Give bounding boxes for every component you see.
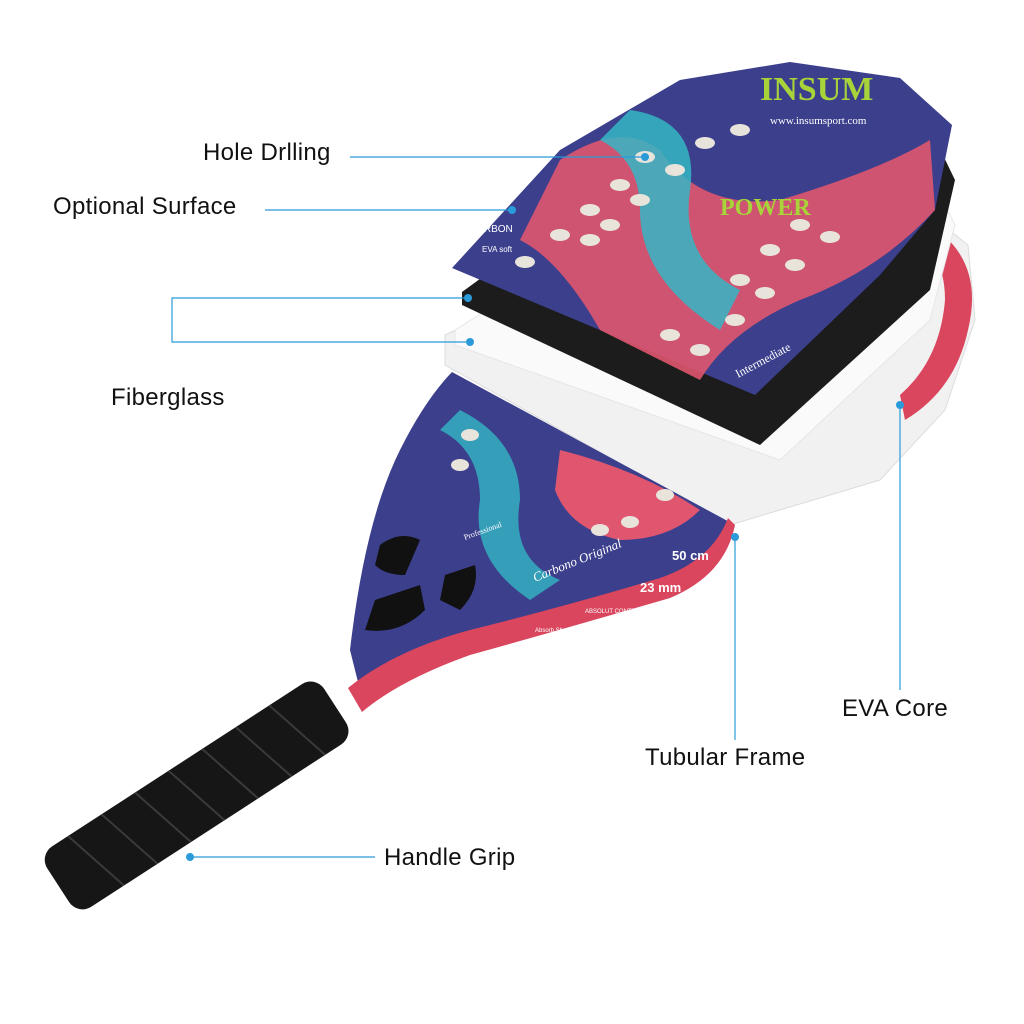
lower-pink-pattern bbox=[555, 450, 700, 540]
leader-lines bbox=[171, 156, 901, 858]
brand-website: www.insumsport.com bbox=[770, 115, 867, 127]
surface-teal-pattern bbox=[600, 110, 740, 330]
hole-pattern-lower bbox=[451, 429, 674, 536]
absolut-print: ABSOLUT CONTROL bbox=[585, 609, 645, 615]
power-print: POWER bbox=[720, 195, 811, 221]
lower-teal-pattern bbox=[440, 410, 560, 600]
eva-soft-print: EVA soft bbox=[482, 245, 513, 254]
hole-pattern-top bbox=[515, 124, 840, 356]
frame-edge-right bbox=[900, 225, 973, 420]
surface-pink-pattern bbox=[520, 137, 935, 380]
carbon-print: CARBON bbox=[470, 224, 513, 235]
leader-dots bbox=[186, 153, 904, 861]
label-optional-surface: Optional Surface bbox=[53, 193, 237, 220]
thickness-print: 23 mm bbox=[640, 580, 681, 595]
label-hole-drilling: Hole Drlling bbox=[203, 139, 331, 166]
racket-lower-body bbox=[350, 372, 735, 690]
length-print: 50 cm bbox=[672, 548, 709, 563]
leader-fiberglass bbox=[171, 297, 470, 343]
tubular-frame bbox=[348, 518, 735, 712]
handle-grip bbox=[44, 681, 349, 910]
label-handle-grip: Handle Grip bbox=[384, 844, 516, 871]
brand-logo: INSUM bbox=[760, 71, 873, 108]
label-tubular-frame: Tubular Frame bbox=[645, 744, 806, 771]
label-eva-core: EVA Core bbox=[842, 695, 949, 722]
label-fiberglass: Fiberglass bbox=[111, 384, 225, 411]
shock-print: Absorb Shock bbox=[535, 628, 573, 634]
throat-holes bbox=[365, 536, 476, 631]
